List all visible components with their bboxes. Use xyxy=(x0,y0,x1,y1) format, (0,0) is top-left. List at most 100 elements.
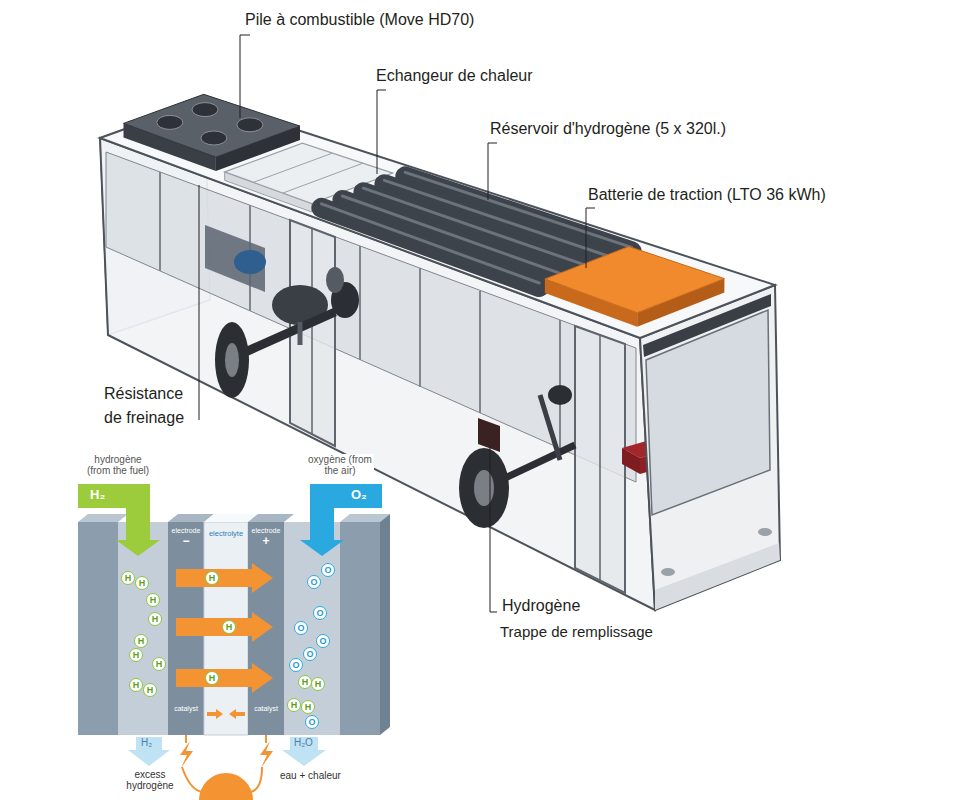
bus-body-part xyxy=(106,152,636,482)
bus-body-part xyxy=(159,172,161,271)
arrow-formula: O₂ xyxy=(351,487,367,503)
bus-roof-part xyxy=(100,100,775,338)
hydrogen-atom: H xyxy=(121,571,135,585)
fuel-cell-schematic-part xyxy=(282,737,326,766)
heat-exchanger-part xyxy=(254,153,333,182)
plate-label: catalyst xyxy=(254,705,278,713)
layer-label: electrolyte xyxy=(202,529,250,538)
plate-label: electrode xyxy=(172,527,201,535)
arrow-formula: H₂ xyxy=(141,737,152,749)
leader-lines-part xyxy=(377,90,386,174)
rear-drivetrain-part xyxy=(234,250,266,274)
atom-letter: O xyxy=(324,566,331,575)
callout-label: Résistance de freinage xyxy=(104,382,194,430)
oxygen-atom: O xyxy=(303,647,317,661)
atom-letter: H xyxy=(147,686,154,695)
hydrogen-atom: H xyxy=(129,678,143,692)
bus-front-part xyxy=(758,528,772,536)
bus-front-part xyxy=(640,285,780,610)
hydrogen-atom: H xyxy=(311,677,325,691)
hydrogen-atom: H xyxy=(143,683,157,697)
hydrogen-atom: H xyxy=(135,576,149,590)
atom-letter: H xyxy=(302,678,309,687)
hydrogen-atom: H xyxy=(148,612,162,626)
callout-label: Pile à combustible (Move HD70) xyxy=(245,10,474,29)
wheels-part xyxy=(459,448,509,528)
hydrogen-tanks-part xyxy=(342,200,562,278)
oxygen-atom: O xyxy=(289,658,303,672)
fuel-cell-schematic xyxy=(78,484,390,800)
front-chassis-part xyxy=(540,395,560,460)
fuel-cell-schematic-part xyxy=(265,735,267,743)
rear-drivetrain-part xyxy=(205,225,265,292)
leader-lines-part xyxy=(199,185,200,420)
fuel-cell-module-part xyxy=(192,103,218,117)
atom-letter: H xyxy=(150,596,157,605)
bus-body-part xyxy=(479,291,481,413)
atom-letter: H xyxy=(291,701,298,710)
fuel-cell-schematic-part xyxy=(180,741,193,768)
bus-front-part xyxy=(655,543,780,610)
fuel-cell-module-part xyxy=(201,131,227,145)
leader-lines-part xyxy=(490,446,497,612)
hydrogen-atom: H xyxy=(301,700,315,714)
atom-letter: H xyxy=(209,674,216,683)
fuel-cell-schematic-part xyxy=(300,484,382,556)
oxygen-atom: O xyxy=(316,634,330,648)
electrode-plate: electrode+catalyst xyxy=(248,522,284,735)
fuel-cell-schematic-part xyxy=(78,522,118,735)
oxygen-atom: O xyxy=(307,575,321,589)
atom-letter: H xyxy=(138,637,145,646)
hydrogen-atom: H xyxy=(205,571,219,585)
callout-label: Trappe de remplissage xyxy=(500,623,653,641)
arrow-formula: H₂ xyxy=(90,487,105,503)
hydrogen-atom: H xyxy=(152,657,166,671)
input-label: hydrogène (from the fuel) xyxy=(82,454,154,476)
hydrogen-atom: H xyxy=(134,634,148,648)
hydrogen-atom: H xyxy=(129,648,143,662)
bus-body-part xyxy=(419,268,421,387)
fuel-cell-schematic-part xyxy=(207,709,223,719)
electrolyte-layer: electrolyteH H H xyxy=(202,522,250,735)
callout-label: Réservoir d'hydrogène (5 x 320l.) xyxy=(490,119,726,138)
atom-letter: H xyxy=(209,574,216,583)
hydrogen-atom: H xyxy=(287,698,301,712)
output-label: eau + chaleur xyxy=(280,770,341,782)
bus-roof xyxy=(100,100,775,338)
hydrogen-atom: H xyxy=(146,593,160,607)
fuel-cell-schematic-part xyxy=(248,514,294,522)
front-chassis-part xyxy=(478,418,500,452)
oxygen-atom: O xyxy=(321,563,335,577)
electrode-plate: electrode−catalyst xyxy=(168,522,204,735)
heat-exchanger-part xyxy=(283,163,363,193)
fuel-cell-schematic-part xyxy=(340,522,380,735)
atom-letter: H xyxy=(156,660,163,669)
front-chassis-part xyxy=(548,385,572,405)
fuel-cell-schematic-part xyxy=(128,737,170,766)
bus-body-part xyxy=(359,246,361,360)
callout-label: Echangeur de chaleur xyxy=(376,66,533,85)
atom-letter: O xyxy=(292,661,299,670)
bus-body-part xyxy=(559,320,561,449)
rear-drivetrain-part xyxy=(326,267,344,293)
fuel-cell-schematic-part xyxy=(229,709,245,719)
leader-lines-part xyxy=(488,143,497,200)
wheels-part xyxy=(225,343,239,377)
atom-letter: O xyxy=(308,718,315,727)
callout-label: Hydrogène xyxy=(502,596,580,615)
fuel-cell-schematic-part xyxy=(176,563,273,593)
front-chassis-part xyxy=(622,448,640,474)
fuel-cell-schematic-part xyxy=(118,522,168,735)
hydrogen-tanks-part xyxy=(322,208,540,287)
hydrogen-atom: H xyxy=(222,620,236,634)
wheels-part xyxy=(215,322,249,398)
polarity-sign: + xyxy=(262,535,269,548)
output-label: excess hydrogène xyxy=(122,769,178,791)
hydrogen-tanks-part xyxy=(322,204,540,283)
fuel-cell-schematic-part xyxy=(260,741,273,768)
rear-drivetrain-part xyxy=(298,322,303,345)
wheels-part xyxy=(474,470,494,506)
hydrogen-atom: H xyxy=(205,671,219,685)
atom-letter: H xyxy=(226,623,233,632)
